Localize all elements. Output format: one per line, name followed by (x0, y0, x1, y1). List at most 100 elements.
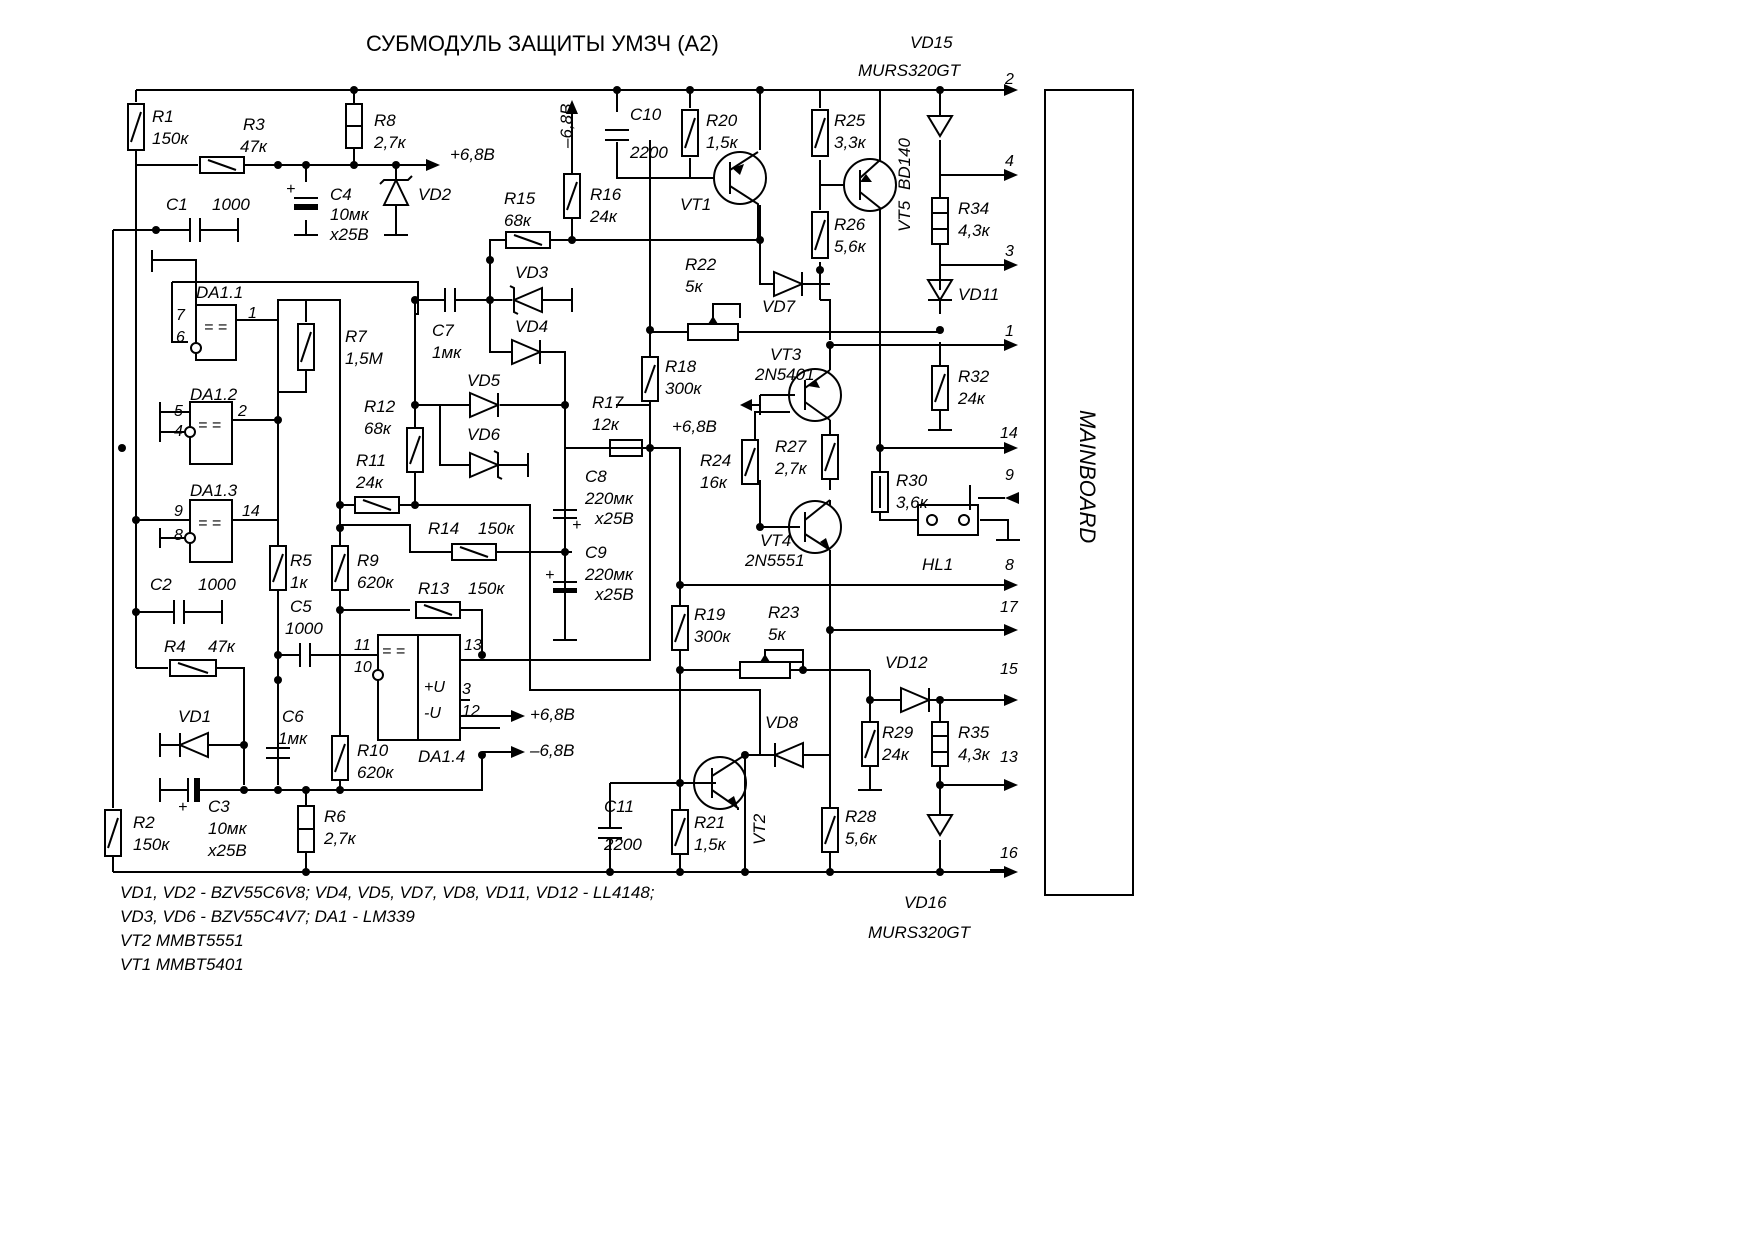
vd15-ref: VD15 (910, 33, 953, 52)
r2-value: 150к (133, 835, 170, 854)
r29-ref: R29 (882, 723, 914, 742)
svg-text:+: + (286, 181, 295, 198)
r32-value: 24к (957, 389, 986, 408)
r3-value: 47к (240, 137, 268, 156)
transistor-vt5 (843, 90, 897, 215)
rail-p68-low: +6,8В (530, 705, 575, 724)
da1-1-pin-b: 6 (176, 329, 185, 346)
conn-pin-16: 16 (1000, 845, 1018, 862)
da1-1-ref: DA1.1 (196, 283, 243, 302)
resistor-r21 (671, 809, 689, 855)
r15-ref: R15 (504, 189, 536, 208)
c2-ref: C2 (150, 575, 172, 594)
comparator-da1-3 (184, 499, 233, 563)
vt5-value: BD140 (895, 137, 914, 190)
resistor-r30 (871, 471, 889, 513)
da1-4-plus-u: +U (424, 679, 445, 696)
conn-pin-8: 8 (1005, 557, 1014, 574)
resistor-r5 (269, 545, 287, 591)
c3-value: 10мк (208, 819, 248, 838)
da1-2-pin-b: 4 (174, 423, 183, 440)
vd6-ref: VD6 (467, 425, 501, 444)
note-line-4: VT1 MMBT5401 (120, 955, 244, 974)
r23-ref: R23 (768, 603, 800, 622)
r16-value: 24к (589, 207, 618, 226)
c9-value2: х25В (594, 585, 634, 604)
component-labels: R1 150к R3 47к R8 2,7к +6,8В C1 1000 C4 … (133, 33, 999, 942)
r13-value: 150к (468, 579, 505, 598)
vd16-ref: VD16 (904, 893, 947, 912)
capacitor-c11 (598, 827, 622, 839)
diode-vd4 (511, 338, 543, 366)
transistor-vt3 (788, 368, 842, 422)
resistor-r17 (609, 439, 643, 457)
rail-p68-mid: +6,8В (672, 417, 717, 436)
r9-value: 620к (357, 573, 394, 592)
vd16-value: MURS320GT (868, 923, 972, 942)
transistor-vt4 (788, 499, 842, 554)
vt5-ref: VT5 (895, 200, 914, 232)
capacitor-c2 (173, 600, 185, 624)
comparator-da1-1 (190, 304, 237, 361)
r7-ref: R7 (345, 327, 367, 346)
r6-ref: R6 (324, 807, 346, 826)
rail-m68-low: –6,8В (529, 741, 574, 760)
zener-vd2 (379, 175, 413, 206)
transistor-vt1 (713, 151, 767, 240)
conn-pin-4: 4 (1005, 153, 1014, 170)
conn-pin-2: 2 (1004, 71, 1014, 88)
r18-ref: R18 (665, 357, 697, 376)
capacitor-c3: + (178, 778, 200, 816)
vd5-ref: VD5 (467, 371, 501, 390)
vd8-ref: VD8 (765, 713, 799, 732)
da1-3-pin-a: 9 (174, 503, 183, 520)
vd4-ref: VD4 (515, 317, 548, 336)
r21-ref: R21 (694, 813, 725, 832)
note-line-2: VD3, VD6 - BZV55C4V7; DA1 - LM339 (120, 907, 415, 926)
da1-2-pin-c: 2 (237, 403, 247, 420)
resistor-r11 (354, 496, 400, 514)
vt3-ref: VT3 (770, 345, 802, 364)
svg-text:+: + (572, 517, 581, 534)
r7-value: 1,5М (345, 349, 384, 368)
note-line-1: VD1, VD2 - BZV55C6V8; VD4, VD5, VD7, VD8… (120, 883, 655, 902)
r28-ref: R28 (845, 807, 877, 826)
capacitor-c8: + (553, 509, 581, 534)
vd12-ref: VD12 (885, 653, 928, 672)
r24-ref: R24 (700, 451, 731, 470)
r14-value: 150к (478, 519, 515, 538)
r5-value: 1к (290, 573, 308, 592)
c8-value: 220мк (584, 489, 634, 508)
da1-4-pin-e: 12 (462, 703, 480, 720)
r30-ref: R30 (896, 471, 928, 490)
r1-value: 150к (152, 129, 189, 148)
c4-value: 10мк (330, 205, 370, 224)
vt3-value: 2N5401 (754, 365, 815, 384)
r27-value: 2,7к (774, 459, 808, 478)
r19-ref: R19 (694, 605, 726, 624)
da1-2-symbol: = = (198, 417, 221, 434)
diode-vd7 (773, 270, 805, 298)
da1-3-pin-b: 8 (174, 527, 183, 544)
resistor-r15 (505, 231, 551, 249)
da1-4-pin-d: 3 (462, 681, 471, 698)
vd2-ref: VD2 (418, 185, 452, 204)
resistor-r7 (297, 323, 315, 371)
resistor-r4 (169, 659, 217, 677)
vt4-value: 2N5551 (744, 551, 805, 570)
vt4-ref: VT4 (760, 531, 791, 550)
conn-pin-3: 3 (1005, 243, 1014, 260)
conn-pin-9: 9 (1005, 467, 1014, 484)
da1-3-symbol: = = (198, 515, 221, 532)
da1-4-symbol: = = (382, 643, 405, 660)
diode-vd8 (772, 741, 804, 769)
vd3-ref: VD3 (515, 263, 549, 282)
capacitor-c10 (605, 129, 629, 141)
potentiometer-r22 (687, 303, 741, 341)
vd1-ref: VD1 (178, 707, 211, 726)
da1-4-pin-b: 10 (354, 659, 372, 676)
r3-ref: R3 (243, 115, 265, 134)
r16-ref: R16 (590, 185, 622, 204)
da1-3-pin-c: 14 (242, 503, 260, 520)
r12-value: 68к (364, 419, 392, 438)
